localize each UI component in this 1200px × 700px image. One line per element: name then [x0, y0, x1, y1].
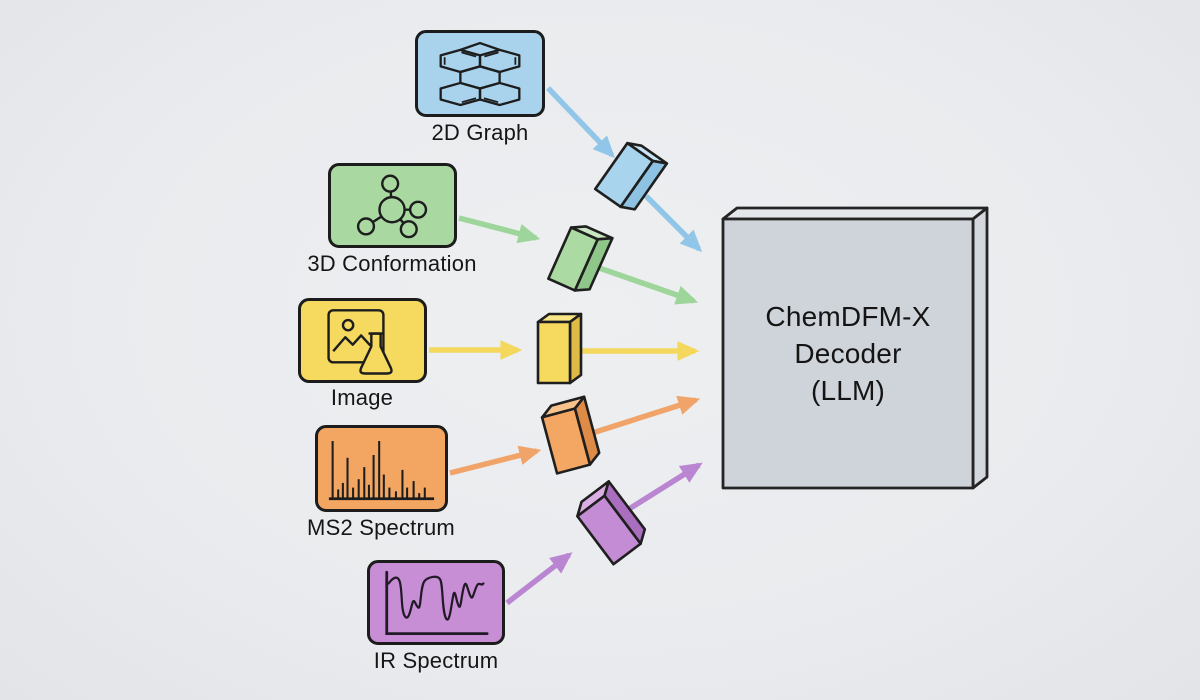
adapter-front-face	[593, 141, 655, 209]
modality-label-3d-conformation: 3D Conformation	[307, 251, 477, 276]
adapter-side-face	[568, 312, 583, 385]
decoder-top-face	[721, 206, 989, 221]
adapter-front-face	[536, 320, 572, 385]
adapter-front-face	[576, 494, 642, 566]
modality-label-ms2-spectrum: MS2 Spectrum	[307, 515, 455, 540]
adapter-ms2-spectrum	[540, 395, 601, 475]
modality-adapters	[536, 141, 669, 566]
decoder-side-face	[971, 206, 989, 490]
decoder-title-line1: ChemDFM-X	[765, 301, 931, 332]
modality-label-image: Image	[330, 385, 394, 410]
arrow-2d-graph-to-decoder	[644, 194, 703, 253]
adapter-front-face	[547, 226, 599, 292]
arrow-2d-graph-to-adapter	[546, 86, 616, 159]
mass-spectrum-icon	[328, 441, 435, 501]
image-flask-icon	[327, 309, 393, 375]
adapter-ir-spectrum	[576, 480, 647, 566]
adapter-image	[536, 312, 583, 385]
adapter-2d-graph	[593, 141, 669, 211]
molecule-3d-icon	[356, 174, 428, 239]
modality-card-3d-conformation	[328, 163, 457, 248]
adapter-3d-conformation	[547, 225, 614, 292]
decoder-box	[721, 206, 989, 490]
modality-label-2d-graph: 2D Graph	[431, 120, 529, 145]
decoder-front-face	[721, 217, 975, 490]
arrow-3d-conformation-to-adapter	[458, 215, 541, 244]
modality-card-ms2-spectrum	[315, 425, 448, 512]
arrow-ms2-to-decoder	[585, 395, 701, 438]
arrow-ir-to-decoder	[619, 462, 703, 517]
decoder-title-line2: Decoder	[794, 338, 902, 369]
arrow-ms2-to-adapter	[449, 445, 542, 476]
modality-arrows	[429, 86, 703, 606]
decoder-title-line3: (LLM)	[810, 375, 886, 406]
decoder-title: ChemDFM-X Decoder (LLM)	[723, 219, 973, 488]
modality-label-ir-spectrum: IR Spectrum	[373, 648, 499, 673]
ir-spectrum-icon	[385, 570, 489, 636]
molecule-2d-icon	[439, 41, 521, 106]
modality-card-image	[298, 298, 427, 383]
arrow-3d-conformation-to-decoder	[584, 260, 699, 305]
modality-card-ir-spectrum	[367, 560, 505, 645]
adapter-front-face	[540, 407, 592, 475]
arrow-ir-to-adapter	[505, 552, 573, 606]
modality-card-2d-graph	[415, 30, 545, 117]
